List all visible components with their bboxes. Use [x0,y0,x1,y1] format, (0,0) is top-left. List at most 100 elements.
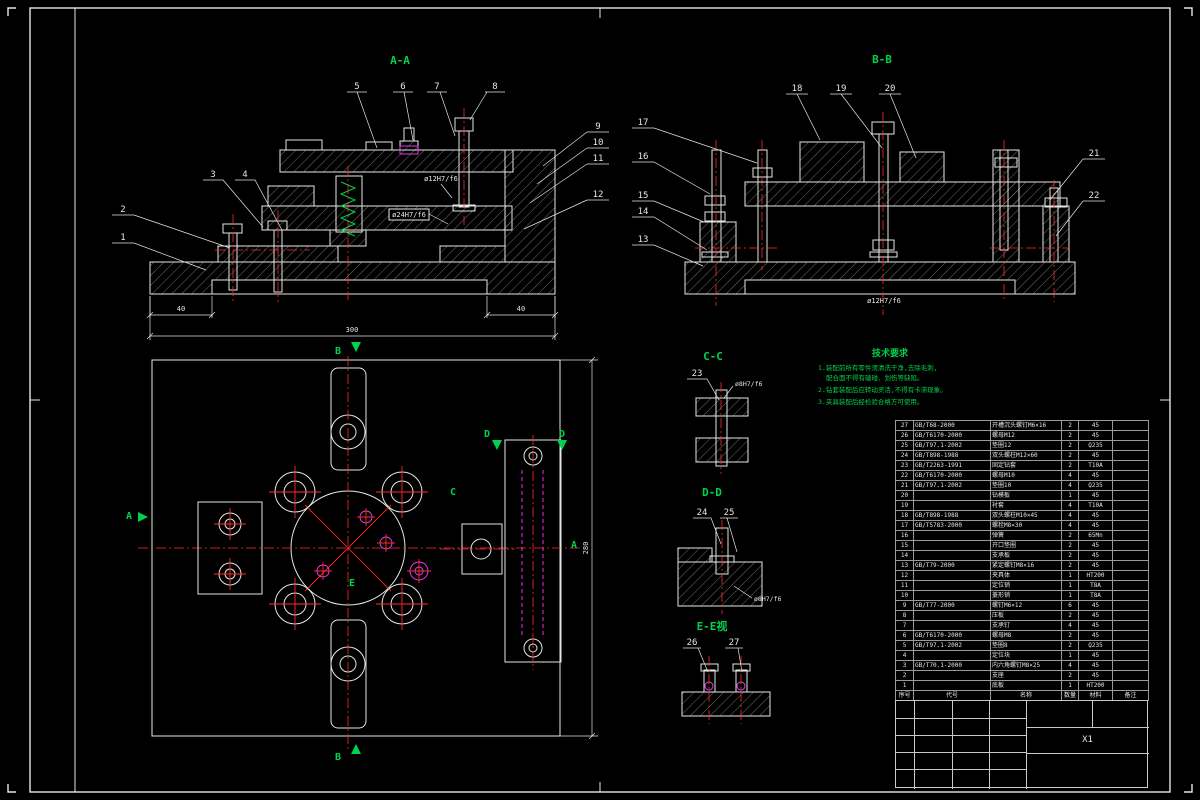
dim-280: 280 [560,356,598,740]
title-block-line [896,718,1026,719]
bom-cell-qty: 2 [1061,670,1079,681]
section-view-ee: E-E视 26 27 [681,619,771,724]
bom-cell-qty: 4 [1061,470,1079,481]
bom-cell-name: 菱形销 [990,590,1062,601]
dim-40-right: 40 [483,296,559,319]
bom-cell-name: 螺母M10 [990,470,1062,481]
callout-14: 14 [632,207,708,251]
bom-cell-no: 14 [895,550,914,561]
bom-cell-code [913,670,991,681]
bom-cell-material: 45 [1078,510,1113,521]
section-letter-a-left: A [126,511,132,522]
bom-cell-remark [1112,650,1149,661]
table-row: 11 定位销 1 T8A [895,580,1149,591]
bom-header-material: 材料 [1078,690,1113,701]
bom-cell-no: 19 [895,500,914,511]
bom-cell-name: 螺母M12 [990,430,1062,441]
dim-dia8-dd: ø8H7/f6 [733,585,781,603]
svg-text:25: 25 [724,508,735,518]
bom-cell-material: Q235 [1078,480,1113,491]
bom-cell-no: 1 [895,680,914,691]
bom-cell-name: 夹具体 [990,570,1062,581]
bom-cell-remark [1112,430,1149,441]
dim-dia12-aa: ø12H7/f6 [424,175,458,199]
bom-cell-remark [1112,630,1149,641]
bom-cell-no: 10 [895,590,914,601]
bom-cell-no: 4 [895,650,914,661]
callout-26: 26 [683,638,709,673]
bom-cell-name: 定位销 [990,580,1062,591]
svg-text:8: 8 [492,82,497,92]
view-label-ee: E-E视 [697,619,728,633]
bom-cell-code [913,650,991,661]
bom-cell-remark [1112,440,1149,451]
tech-line-2: 配合面不得有磕碰、划伤等缺陷。 [826,373,924,382]
bom-cell-material: Q235 [1078,640,1113,651]
bom-cell-name: 支座 [990,670,1062,681]
bom-cell-no: 26 [895,430,914,441]
bom-cell-material: 45 [1078,540,1113,551]
callout-18: 18 [786,84,821,141]
bom-cell-qty: 1 [1061,570,1079,581]
table-row: 1 底板 1 HT200 [895,680,1149,691]
callout-2: 2 [112,205,231,249]
callout-6: 6 [393,82,414,141]
svg-text:23: 23 [692,369,703,379]
bom-cell-code [913,680,991,691]
bom-cell-code: GB/T6170-2000 [913,470,991,481]
bom-cell-qty: 2 [1061,560,1079,571]
tech-requirements: 技术要求 1.装配前所有零件须清洗干净,去除毛刺, 配合面不得有磕碰、划伤等缺陷… [818,347,947,406]
table-row: 3 GB/T70.1-2000 内六角螺钉M8×25 4 45 [895,660,1149,671]
svg-text:19: 19 [836,84,847,94]
table-header-row: 序号 代号 名称 数量 材料 备注 [895,690,1149,701]
svg-text:ø24H7/f6: ø24H7/f6 [392,211,426,219]
tech-line-4: 3.夹具装配后经检验合格方可使用。 [818,397,923,406]
bom-cell-qty: 1 [1061,590,1079,601]
bom-cell-material: 65Mn [1078,530,1113,541]
bom-cell-code [913,540,991,551]
svg-text:26: 26 [687,638,698,648]
section-letter-a-right: A [571,540,577,551]
callout-25: 25 [720,508,738,553]
title-block-line [896,769,1026,770]
svg-text:12: 12 [593,190,604,200]
sheet-frame [7,7,1193,793]
callout-22: 22 [1055,191,1105,237]
callout-10: 10 [536,138,609,185]
bom-cell-material: 45 [1078,650,1113,661]
dim-40-left: 40 [146,296,216,319]
bom-cell-no: 5 [895,640,914,651]
bom-cell-qty: 6 [1061,600,1079,611]
bom-cell-material: 45 [1078,670,1113,681]
svg-text:300: 300 [346,326,359,334]
svg-text:3: 3 [210,170,215,180]
bom-cell-qty: 2 [1061,440,1079,451]
bom-cell-remark [1112,520,1149,531]
table-row: 13 GB/T79-2000 紧定螺钉M8×16 2 45 [895,560,1149,571]
callout-17: 17 [632,118,758,164]
bom-cell-no: 13 [895,560,914,571]
callout-4: 4 [235,170,283,231]
svg-text:22: 22 [1089,191,1100,201]
bom-cell-code: GB/T79-2000 [913,560,991,571]
bom-cell-material: 45 [1078,560,1113,571]
bom-cell-remark [1112,490,1149,501]
view-label-cc: C-C [703,350,723,363]
svg-text:ø12H7/f6: ø12H7/f6 [867,297,901,305]
bom-cell-name: 衬套 [990,500,1062,511]
bom-cell-name: 弹簧 [990,530,1062,541]
bom-cell-no: 2 [895,670,914,681]
svg-text:16: 16 [638,152,649,162]
bom-cell-name: 螺母M8 [990,630,1062,641]
bom-cell-qty: 2 [1061,530,1079,541]
table-row: 23 GB/T2263-1991 固定钻套 2 T10A [895,460,1149,471]
dim-dia12-bb: ø12H7/f6 [867,297,901,305]
bom-cell-material: 45 [1078,520,1113,531]
bom-cell-remark [1112,500,1149,511]
section-view-bb: B-B ø12H7/f6 [632,53,1105,315]
plan-view: B B A A D D C E 280 [126,342,598,763]
bom-cell-no: 27 [895,420,914,431]
svg-text:7: 7 [434,82,439,92]
bom-cell-remark [1112,560,1149,571]
